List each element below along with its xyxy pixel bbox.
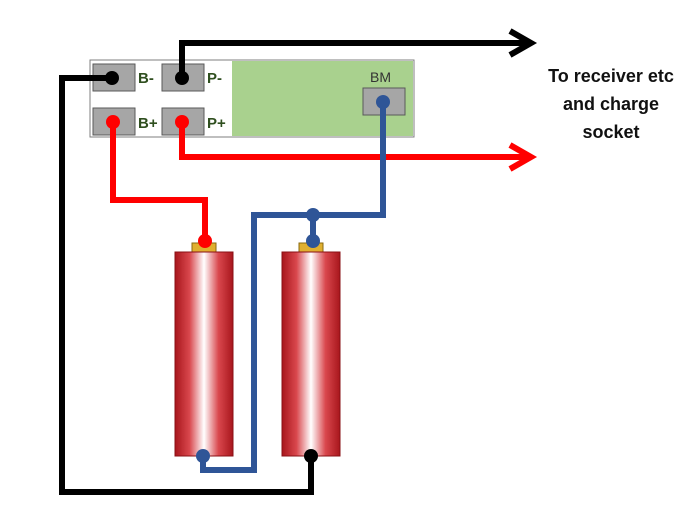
left-cell-positive-dot [198, 234, 212, 248]
bm-dot [376, 95, 390, 109]
right-cell-negative-dot [304, 449, 318, 463]
output-note-line1: To receiver etc [548, 66, 674, 86]
battery-cell-right [281, 242, 341, 457]
p-plus-dot [175, 115, 189, 129]
connection-dots [105, 71, 390, 463]
b-minus-dot [105, 71, 119, 85]
bms-board: B- P- B+ P+ BM [89, 59, 415, 138]
bm-label: BM [370, 69, 391, 85]
p-minus-output-wire [179, 40, 528, 78]
series-link-wire [200, 212, 313, 473]
output-note: To receiver etc and charge socket [528, 62, 694, 146]
positive-wires [110, 122, 528, 241]
output-note-line2: and charge [562, 94, 660, 114]
b-plus-label: B+ [138, 115, 158, 132]
bm-to-junction-wire [313, 102, 386, 218]
negative-wires [59, 40, 528, 495]
p-plus-label: P+ [207, 115, 226, 132]
p-plus-output-wire [179, 122, 528, 160]
p-plus-arrowhead [508, 142, 538, 172]
p-minus-label: P- [207, 70, 222, 87]
b-plus-dot [106, 115, 120, 129]
p-minus-dot [175, 71, 189, 85]
b-minus-wire [59, 75, 314, 495]
right-cell-positive-dot [306, 234, 320, 248]
battery-body-left [174, 251, 234, 457]
b-minus-label: B- [138, 70, 154, 87]
p-minus-arrowhead [508, 28, 538, 58]
balance-junction-dot [306, 208, 320, 222]
left-cell-negative-dot [196, 449, 210, 463]
output-note-line3: socket [582, 122, 640, 142]
battery-body-right [281, 251, 341, 457]
battery-cell-left [174, 242, 234, 457]
b-plus-wire [110, 122, 208, 241]
